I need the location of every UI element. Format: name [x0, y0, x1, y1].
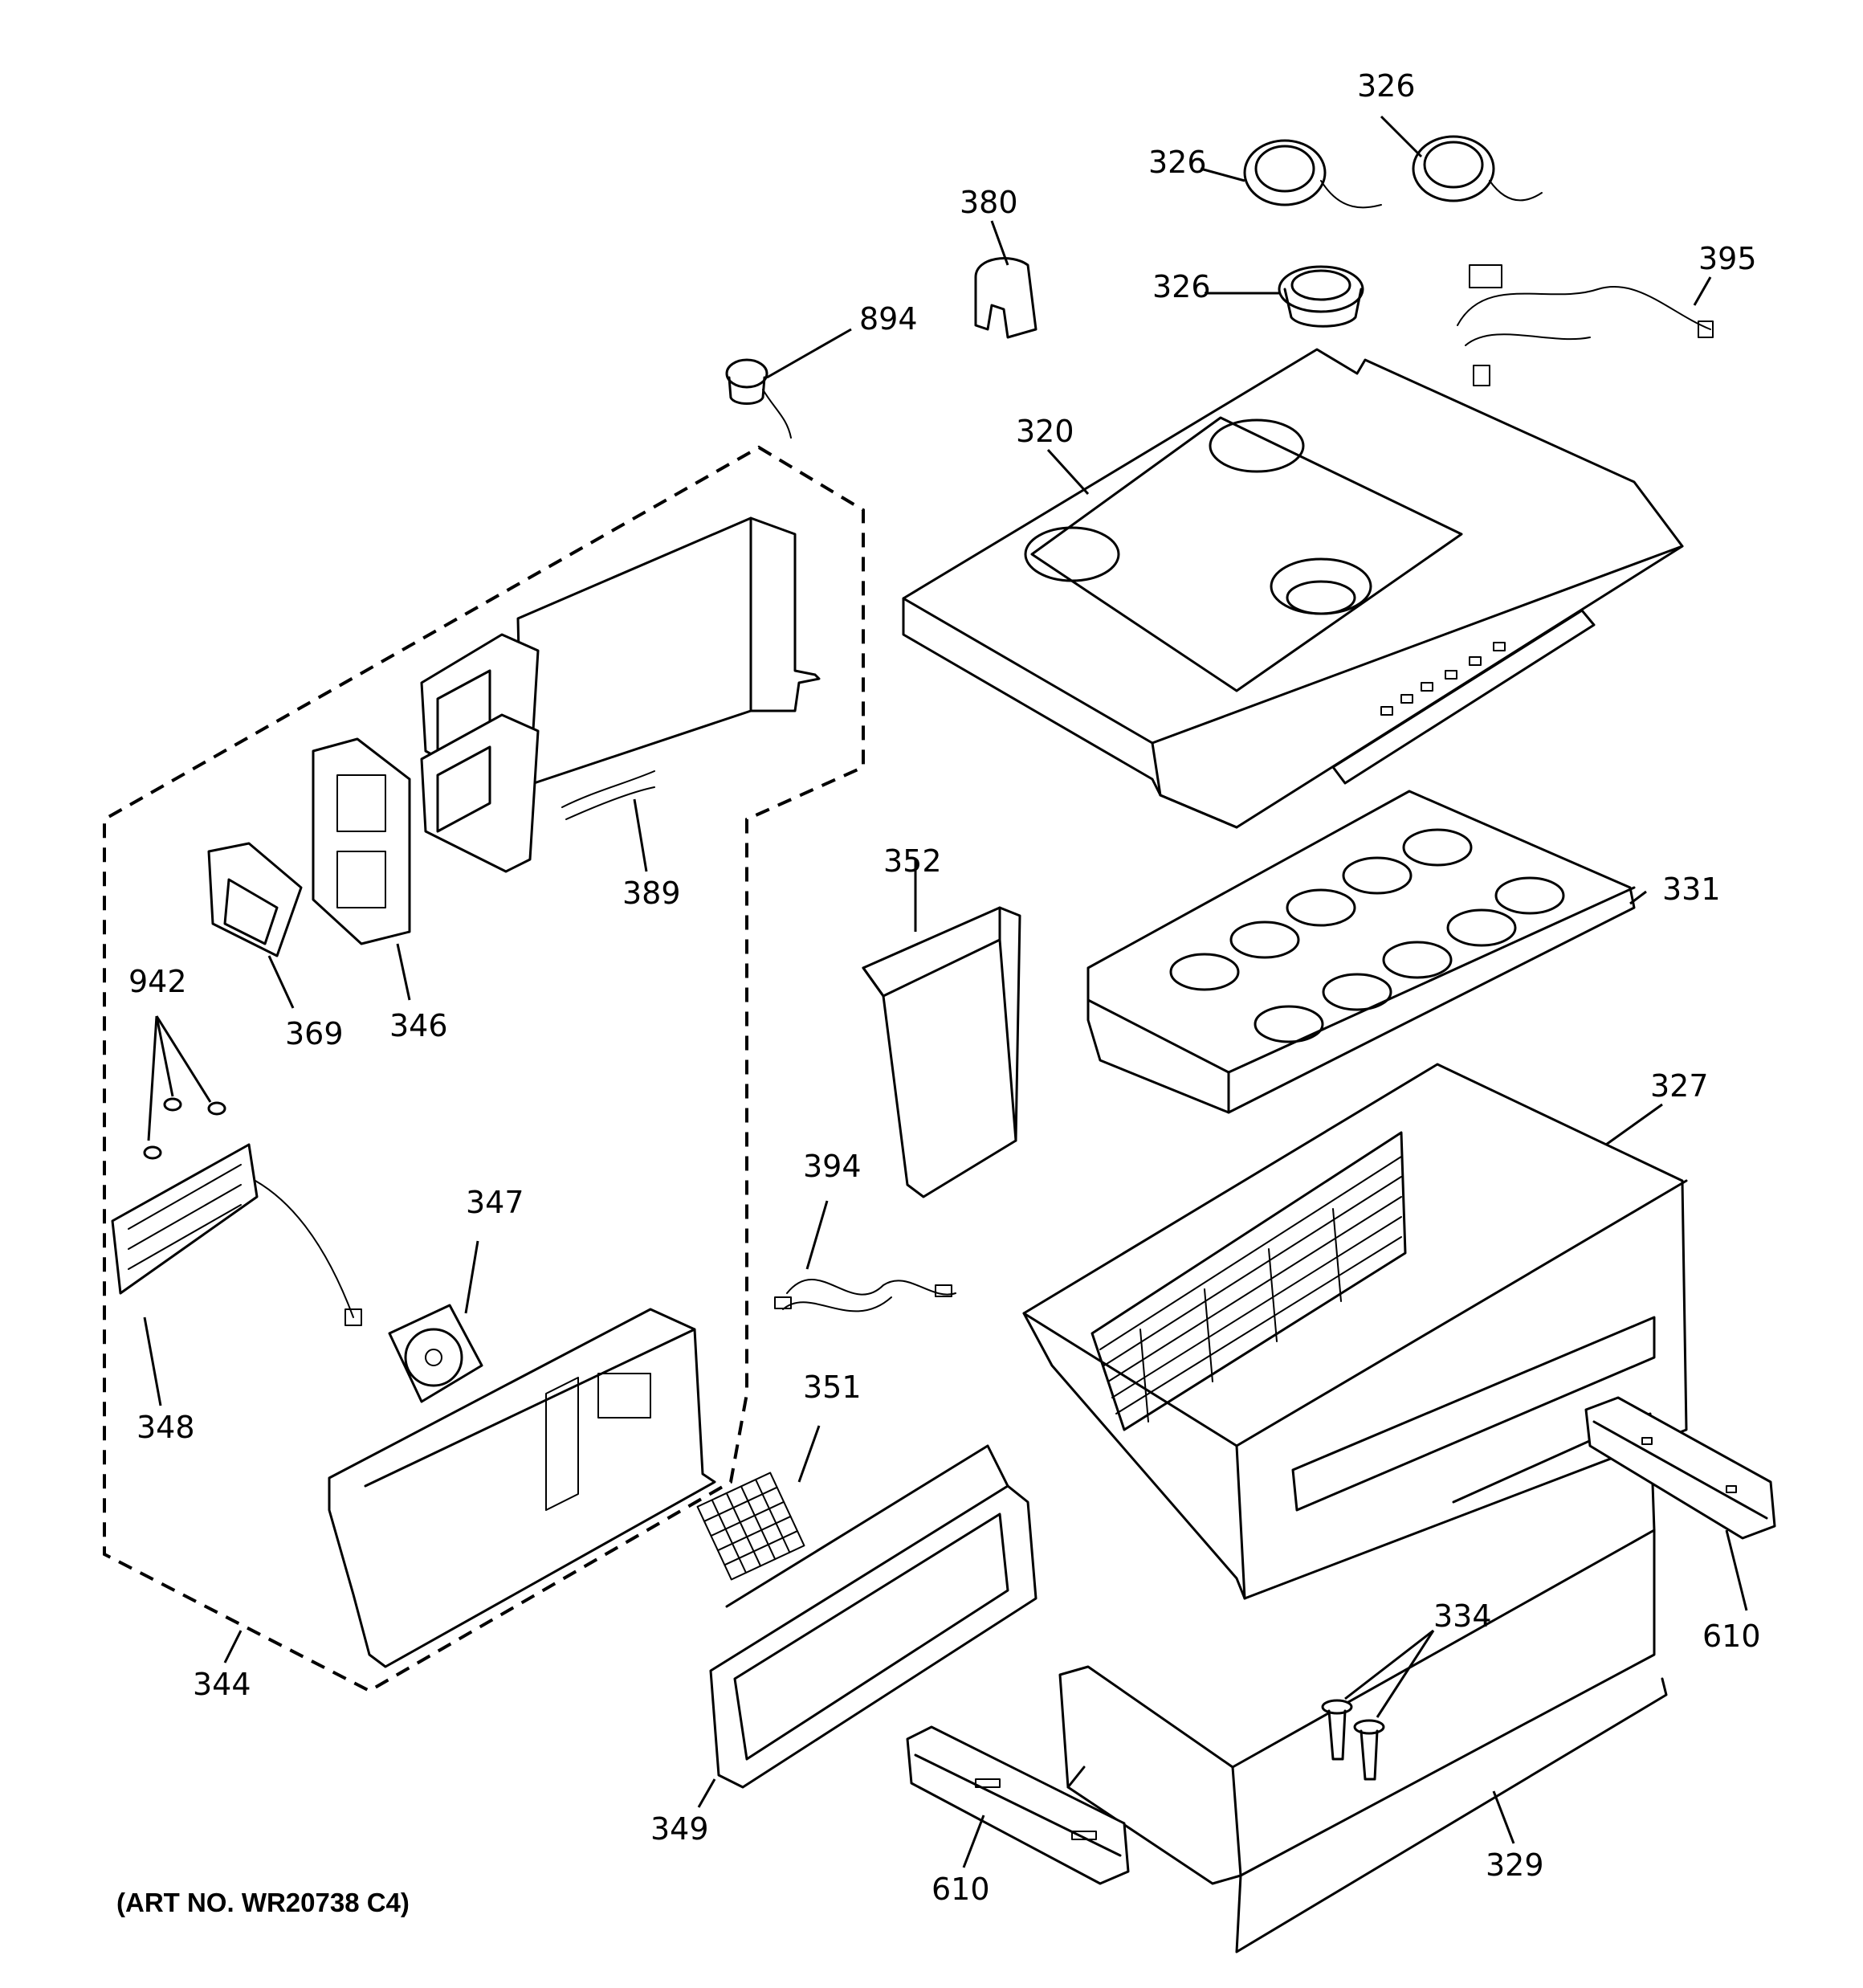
slide-rail-610-right — [1584, 1396, 1776, 1540]
thermistor-389 — [561, 770, 655, 820]
callout-610-right: 610 — [1702, 1619, 1761, 1654]
callout-394: 394 — [803, 1149, 862, 1184]
callout-352: 352 — [883, 843, 942, 879]
callout-326-middle: 326 — [1152, 269, 1211, 304]
callout-331: 331 — [1662, 872, 1721, 907]
callout-326-top-left: 326 — [1148, 145, 1207, 180]
sensor-894 — [725, 358, 792, 439]
ice-tray-331 — [1086, 790, 1636, 1114]
door-frame-349 — [709, 1444, 1037, 1789]
callout-942: 942 — [128, 964, 187, 999]
damper-369 — [207, 842, 303, 957]
callout-395: 395 — [1698, 241, 1757, 276]
callout-348: 348 — [137, 1410, 195, 1445]
callout-labels: 326 326 326 380 395 894 320 352 331 389 … — [128, 68, 1761, 1907]
callout-894: 894 — [859, 301, 918, 337]
callout-346: 346 — [389, 1008, 448, 1043]
callout-389: 389 — [622, 876, 681, 911]
duct-housing — [516, 516, 821, 789]
callout-329: 329 — [1486, 1847, 1544, 1883]
drawer-frame-329 — [1058, 1412, 1668, 1953]
crisper-bin-327 — [1022, 1063, 1688, 1600]
top-cover-320 — [902, 348, 1684, 829]
callout-369: 369 — [285, 1016, 344, 1051]
panel-352 — [862, 906, 1021, 1198]
damper-boxes — [420, 633, 540, 873]
callout-610-bottom: 610 — [932, 1872, 990, 1907]
cap-380 — [974, 257, 1037, 339]
callout-326-top-right: 326 — [1357, 68, 1416, 104]
screws-334 — [1321, 1699, 1385, 1781]
callout-380: 380 — [960, 185, 1018, 220]
callout-344: 344 — [193, 1667, 251, 1702]
leader-lines — [143, 115, 1748, 1868]
callout-347: 347 — [466, 1185, 524, 1220]
knob-326-left — [1243, 139, 1382, 209]
gasket-346 — [312, 737, 411, 945]
washers-942 — [143, 1097, 226, 1160]
callout-334: 334 — [1433, 1598, 1492, 1634]
heater-plate-348 — [111, 1143, 362, 1326]
callout-349: 349 — [650, 1811, 709, 1847]
assembly-344-boundary — [103, 445, 865, 1693]
knob-326-right — [1412, 135, 1543, 202]
fan-347 — [388, 1304, 483, 1403]
wire-harness-395 — [1457, 264, 1714, 386]
callout-320: 320 — [1016, 414, 1074, 449]
fan-housing — [328, 1308, 716, 1668]
art-number: (ART NO. WR20738 C4) — [116, 1888, 410, 1917]
callout-327: 327 — [1650, 1068, 1709, 1104]
callout-351: 351 — [803, 1370, 862, 1405]
slide-rail-610-bottom — [906, 1725, 1130, 1885]
knob-326-middle — [1278, 265, 1364, 328]
mesh-grid-351 — [696, 1472, 805, 1581]
wire-harness-394 — [774, 1278, 956, 1312]
